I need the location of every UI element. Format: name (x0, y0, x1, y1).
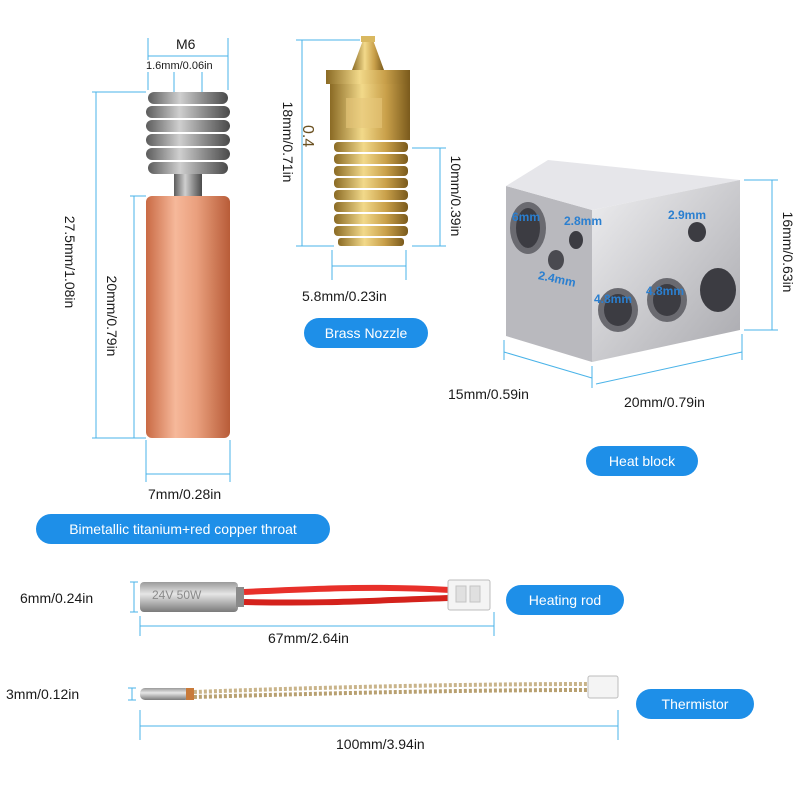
throat-thread-label: M6 (176, 36, 196, 52)
heat-block-illustration (503, 160, 778, 388)
heat-block-dimension-lines (503, 179, 778, 388)
hole-label-4-8mm-left: 4.8mm (594, 292, 633, 306)
heat-block-height-label: 16mm/0.63in (780, 211, 796, 293)
throat-heatsink-thread (146, 92, 230, 174)
thermistor-caption: Thermistor (636, 689, 754, 719)
throat-total-length-label: 27.5mm/1.08in (62, 215, 78, 309)
nozzle-height-label: 18mm/0.71in (280, 101, 296, 183)
throat-caption: Bimetallic titanium+red copper throat (36, 514, 330, 544)
nozzle-thread (334, 142, 408, 246)
nozzle-marking: 0.4 (299, 125, 316, 148)
throat-neck (174, 174, 202, 198)
heat-block-caption: Heat block (586, 446, 698, 476)
throat-dimension-lines (92, 38, 231, 482)
nozzle-illustration (296, 36, 446, 280)
thermistor-length-label: 100mm/3.94in (336, 736, 425, 752)
throat-copper-length-label: 20mm/0.79in (104, 275, 120, 357)
thermistor-diameter-label: 3mm/0.12in (6, 686, 80, 702)
heat-block-depth-label: 15mm/0.59in (448, 386, 529, 402)
hole-label-4-8mm-right: 4.8mm (646, 284, 685, 298)
heating-rod-length-label: 67mm/2.64in (268, 630, 349, 646)
heat-block-holes (510, 202, 736, 332)
nozzle-dimension-lines (296, 39, 446, 280)
heating-rod-illustration (130, 579, 495, 636)
thermistor-dimension-lines (128, 687, 619, 740)
nozzle-thread-length-label: 10mm/0.39in (448, 155, 464, 237)
throat-bore-label: 1.6mm/0.06in (146, 60, 213, 72)
hole-label-6mm: 6mm (512, 210, 541, 224)
nozzle-caption: Brass Nozzle (304, 318, 428, 348)
heat-block-width-label: 20mm/0.79in (624, 394, 705, 410)
throat-copper-body (146, 196, 230, 438)
heating-rod-caption: Heating rod (506, 585, 624, 615)
throat-illustration (92, 38, 231, 482)
heating-rod-dimension-lines (130, 581, 495, 636)
nozzle-width-label: 5.8mm/0.23in (302, 288, 387, 304)
heating-rod-diameter-label: 6mm/0.24in (20, 590, 94, 606)
hole-label-2-9mm: 2.9mm (668, 208, 707, 222)
heating-rod-marking: 24V 50W (152, 588, 202, 602)
throat-diameter-label: 7mm/0.28in (148, 486, 222, 502)
hole-label-2-8mm: 2.8mm (564, 214, 603, 228)
thermistor-illustration (128, 675, 619, 740)
